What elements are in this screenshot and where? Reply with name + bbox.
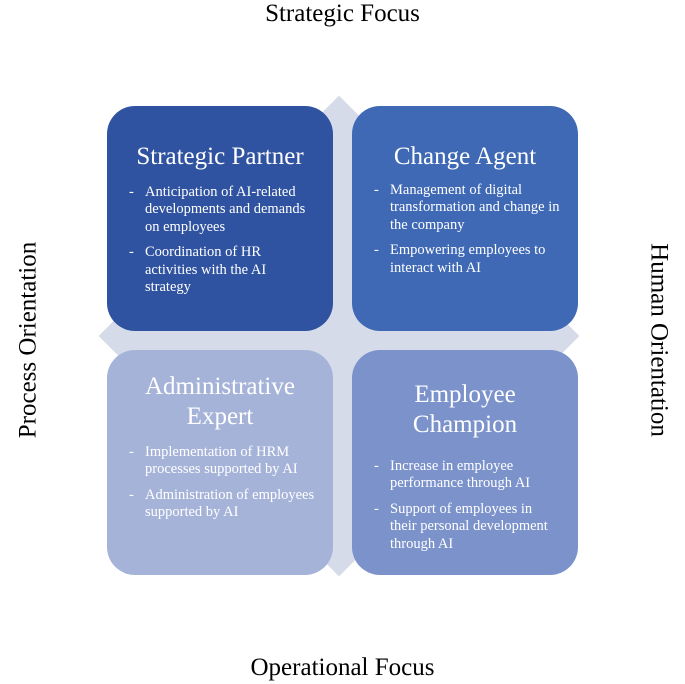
quadrant-title: Change Agent [393,143,537,170]
list-item: Administration of employees supported by… [125,487,315,522]
quadrant-employee-champion: Employee Champion Increase in employee p… [352,350,578,575]
quadrant-strategic-partner: Strategic Partner Anticipation of AI-rel… [107,106,333,331]
list-item: Increase in employee performance through… [370,458,560,493]
list-item: Management of digital transformation and… [370,182,560,234]
axis-label-human-orientation: Human Orientation [645,243,673,437]
list-item: Empowering employees to interact with AI [370,242,560,277]
axis-label-process-orientation: Process Orientation [14,241,42,439]
axis-label-operational-focus: Operational Focus [250,654,435,681]
list-item: Support of employees in their personal d… [370,501,560,553]
quadrant-list: Increase in employee performance through… [370,458,560,553]
quadrant-title: Strategic Partner [136,143,304,170]
quadrant-administrative-expert: Administrative Expert Implementation of … [107,350,333,575]
quadrant-list: Implementation of HRM processes supporte… [125,444,315,522]
list-item: Coordination of HR activities with the A… [125,244,315,296]
quadrant-title: Employee Champion [412,381,518,438]
quadrant-list: Anticipation of AI-related developments … [125,184,315,296]
quadrant-list: Management of digital transformation and… [370,182,560,277]
quadrant-change-agent: Change Agent Management of digital trans… [352,106,578,331]
quadrant-title: Administrative Expert [145,373,295,430]
list-item: Anticipation of AI-related developments … [125,184,315,236]
axis-label-strategic-focus: Strategic Focus [265,0,420,27]
list-item: Implementation of HRM processes supporte… [125,444,315,479]
